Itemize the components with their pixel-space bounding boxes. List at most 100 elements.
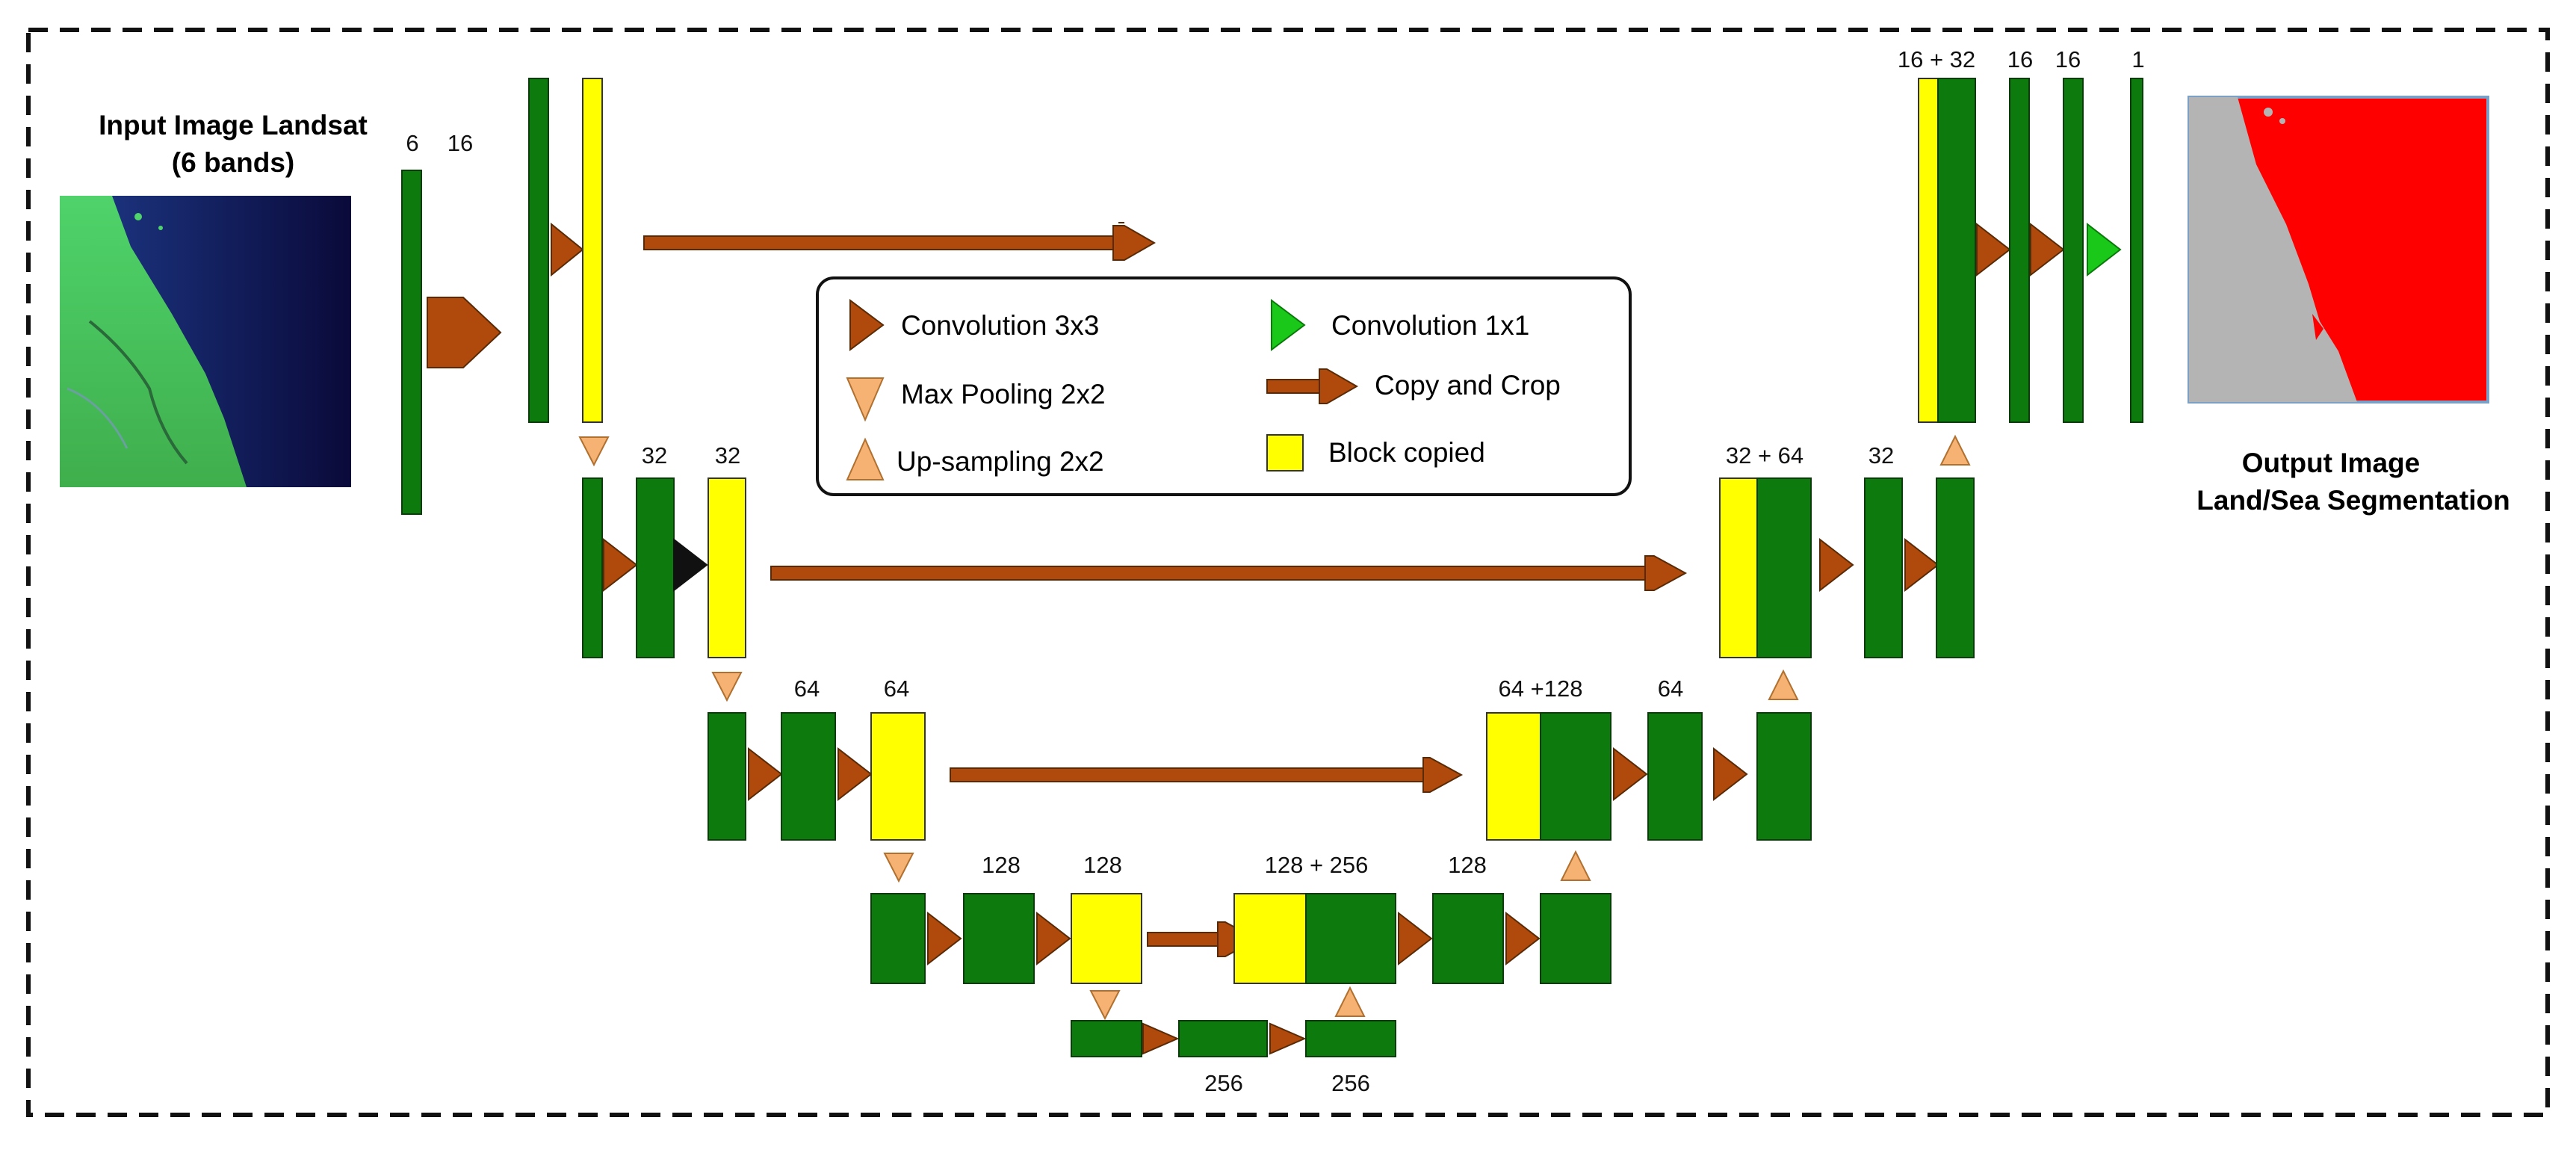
conv-3x3-icon bbox=[849, 299, 885, 351]
channel-label: 32 bbox=[642, 442, 667, 469]
conv-3x3-icon bbox=[1819, 537, 1854, 593]
feature-map-block bbox=[1071, 1020, 1142, 1057]
max-pool-icon bbox=[883, 853, 914, 883]
conv-3x3-icon bbox=[837, 746, 873, 802]
feature-map-block bbox=[2009, 78, 2030, 423]
legend-upsample-label: Up-sampling 2x2 bbox=[897, 446, 1104, 477]
channel-label: 64 bbox=[794, 676, 820, 702]
input-title-line1: Input Image Landsat bbox=[99, 110, 368, 140]
copy-crop-arrow-icon bbox=[1266, 368, 1359, 404]
channel-label: 64 +128 bbox=[1499, 676, 1583, 702]
channel-label: 128 bbox=[1083, 852, 1122, 878]
conv-3x3-wide-icon bbox=[427, 297, 502, 368]
feature-map-block bbox=[1432, 893, 1504, 984]
channel-label: 256 bbox=[1331, 1070, 1370, 1096]
conv-3x3-icon bbox=[551, 222, 584, 277]
feature-map-block bbox=[1756, 712, 1812, 841]
copy-crop-arrow bbox=[950, 757, 1464, 793]
feature-map-block bbox=[636, 477, 675, 658]
copied-block bbox=[1233, 893, 1307, 984]
channel-label: 128 bbox=[982, 852, 1021, 878]
max-pool-icon bbox=[1089, 990, 1121, 1021]
conv-1x1-icon bbox=[2087, 222, 2122, 277]
copied-block-icon bbox=[1266, 434, 1304, 472]
copied-block bbox=[870, 712, 926, 841]
conv-3x3-icon bbox=[1398, 911, 1433, 966]
conv-3x3-icon bbox=[1036, 911, 1071, 966]
max-pool-icon bbox=[846, 377, 885, 422]
output-title-line1: Output Image bbox=[2242, 448, 2420, 478]
copied-block bbox=[1918, 78, 1939, 423]
input-landsat-image bbox=[60, 196, 351, 487]
channel-label: 6 bbox=[406, 130, 418, 156]
feature-map-block bbox=[781, 712, 836, 841]
channel-label: 32 bbox=[1868, 442, 1894, 469]
legend: Convolution 3x3 Convolution 1x1 Max Pool… bbox=[816, 276, 1632, 496]
feature-map-block bbox=[708, 712, 746, 841]
feature-map-block bbox=[963, 893, 1035, 984]
channel-label: 64 bbox=[1658, 676, 1683, 702]
feature-map-block bbox=[1305, 1020, 1396, 1057]
feature-map-block bbox=[2130, 78, 2143, 423]
conv-3x3-icon bbox=[748, 746, 783, 802]
legend-box bbox=[816, 276, 1632, 496]
conv-3x3-icon bbox=[1505, 911, 1541, 966]
conv-3x3-dark-icon bbox=[673, 537, 708, 593]
copy-crop-arrow bbox=[643, 222, 1157, 261]
copy-crop-arrow bbox=[1147, 921, 1259, 957]
legend-block-label: Block copied bbox=[1328, 437, 1485, 468]
feature-map-block bbox=[1936, 477, 1975, 658]
copied-block bbox=[708, 477, 746, 658]
channel-label: 32 bbox=[715, 442, 740, 469]
up-sampling-icon bbox=[1560, 850, 1591, 881]
channel-label: 128 + 256 bbox=[1265, 852, 1369, 878]
up-sampling-icon bbox=[1768, 669, 1799, 700]
copied-block bbox=[1719, 477, 1758, 658]
feature-map-block bbox=[1756, 477, 1812, 658]
feature-map-block bbox=[1540, 893, 1611, 984]
channel-label: 16 bbox=[2055, 46, 2081, 72]
copy-crop-arrow bbox=[770, 555, 1688, 591]
feature-map-block bbox=[1305, 893, 1396, 984]
dashed-frame bbox=[26, 28, 2550, 1117]
channel-label: 16 bbox=[448, 130, 473, 156]
legend-maxpool-label: Max Pooling 2x2 bbox=[901, 379, 1106, 409]
max-pool-icon bbox=[711, 672, 743, 702]
conv-3x3-icon bbox=[1976, 222, 2011, 277]
output-segmentation-image bbox=[2188, 96, 2489, 404]
feature-map-block bbox=[528, 78, 549, 423]
conv-3x3-icon bbox=[603, 537, 638, 593]
feature-map-block bbox=[1864, 477, 1903, 658]
up-sampling-icon bbox=[1939, 434, 1971, 466]
conv-3x3-icon bbox=[1269, 1022, 1307, 1055]
feature-map-block bbox=[582, 477, 603, 658]
legend-conv1-label: Convolution 1x1 bbox=[1331, 310, 1529, 341]
conv-3x3-icon bbox=[2030, 222, 2065, 277]
conv-3x3-icon bbox=[1713, 746, 1748, 802]
conv-1x1-icon bbox=[1271, 299, 1306, 351]
feature-map-block bbox=[1178, 1020, 1268, 1057]
feature-map-block bbox=[2063, 78, 2084, 423]
channel-label: 16 bbox=[2007, 46, 2033, 72]
conv-3x3-icon bbox=[927, 911, 962, 966]
legend-copy-label: Copy and Crop bbox=[1375, 370, 1561, 401]
channel-label: 256 bbox=[1204, 1070, 1243, 1096]
feature-map-block bbox=[1647, 712, 1703, 841]
feature-map-block bbox=[401, 170, 422, 515]
conv-3x3-icon bbox=[1904, 537, 1939, 593]
output-title-line2: Land/Sea Segmentation bbox=[2196, 485, 2510, 516]
max-pool-icon bbox=[578, 436, 610, 467]
legend-conv3-label: Convolution 3x3 bbox=[901, 310, 1099, 341]
input-title-line2: (6 bands) bbox=[172, 147, 294, 178]
channel-label: 64 bbox=[884, 676, 909, 702]
channel-label: 16 + 32 bbox=[1898, 46, 1975, 72]
channel-label: 128 bbox=[1448, 852, 1487, 878]
copied-block bbox=[1486, 712, 1541, 841]
conv-3x3-icon bbox=[1142, 1022, 1180, 1055]
feature-map-block bbox=[1540, 712, 1611, 841]
conv-3x3-icon bbox=[1613, 746, 1648, 802]
copied-block bbox=[1071, 893, 1142, 984]
up-sampling-icon bbox=[846, 437, 885, 480]
feature-map-block bbox=[1937, 78, 1976, 423]
